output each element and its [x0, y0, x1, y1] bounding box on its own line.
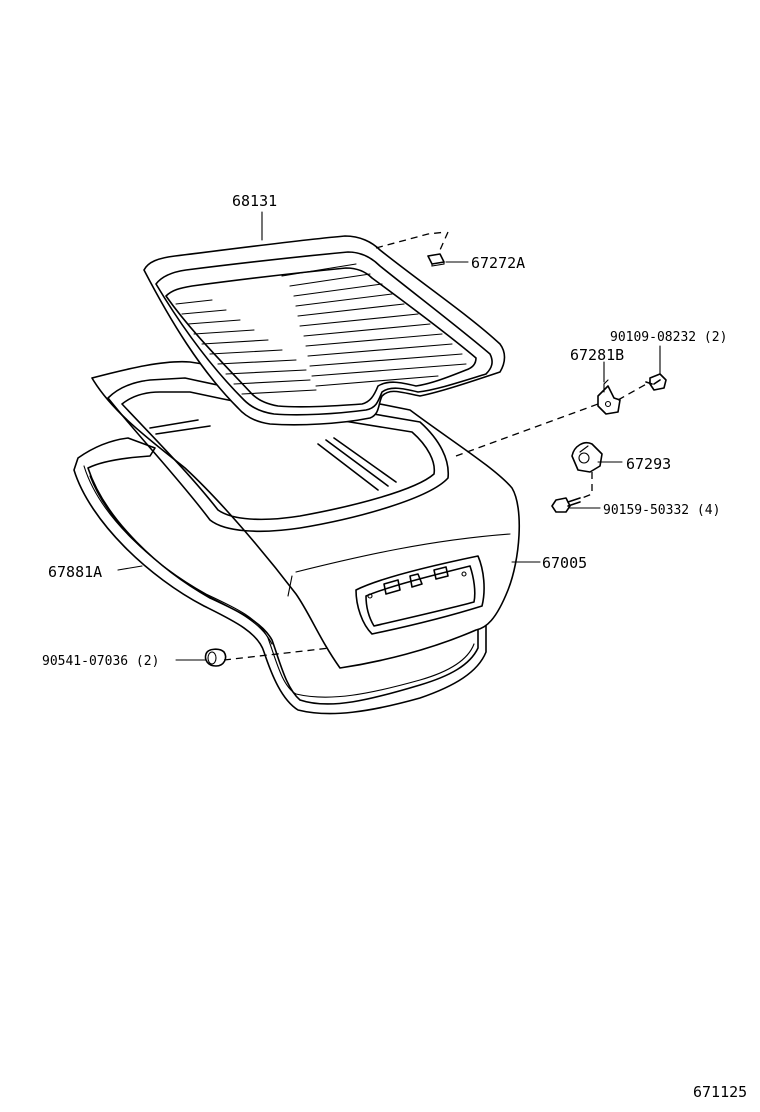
label-67281b: 67281B [570, 346, 624, 364]
label-90159-50332: 90159-50332 (4) [603, 503, 720, 518]
figure-number: 671125 [693, 1083, 747, 1101]
label-67272a: 67272A [471, 254, 525, 272]
back-glass-68131 [143, 235, 506, 426]
label-90109-08232: 90109-08232 (2) [610, 330, 727, 345]
label-67005: 67005 [542, 554, 587, 572]
label-67293: 67293 [626, 455, 671, 473]
leader-lines [117, 211, 661, 661]
lock-cover-67281b [597, 379, 621, 415]
screw-90109-08232 [645, 373, 667, 391]
screw-90159-50332 [551, 497, 581, 513]
cushion-90541-07036 [204, 648, 227, 667]
label-68131: 68131 [232, 192, 277, 210]
label-67881a: 67881A [48, 563, 102, 581]
weatherstrip-67881a [73, 437, 487, 715]
label-90541-07036: 90541-07036 (2) [42, 654, 159, 669]
lock-67293 [571, 441, 603, 473]
spacer-67272a [427, 253, 445, 267]
assembly-lines [223, 231, 651, 661]
